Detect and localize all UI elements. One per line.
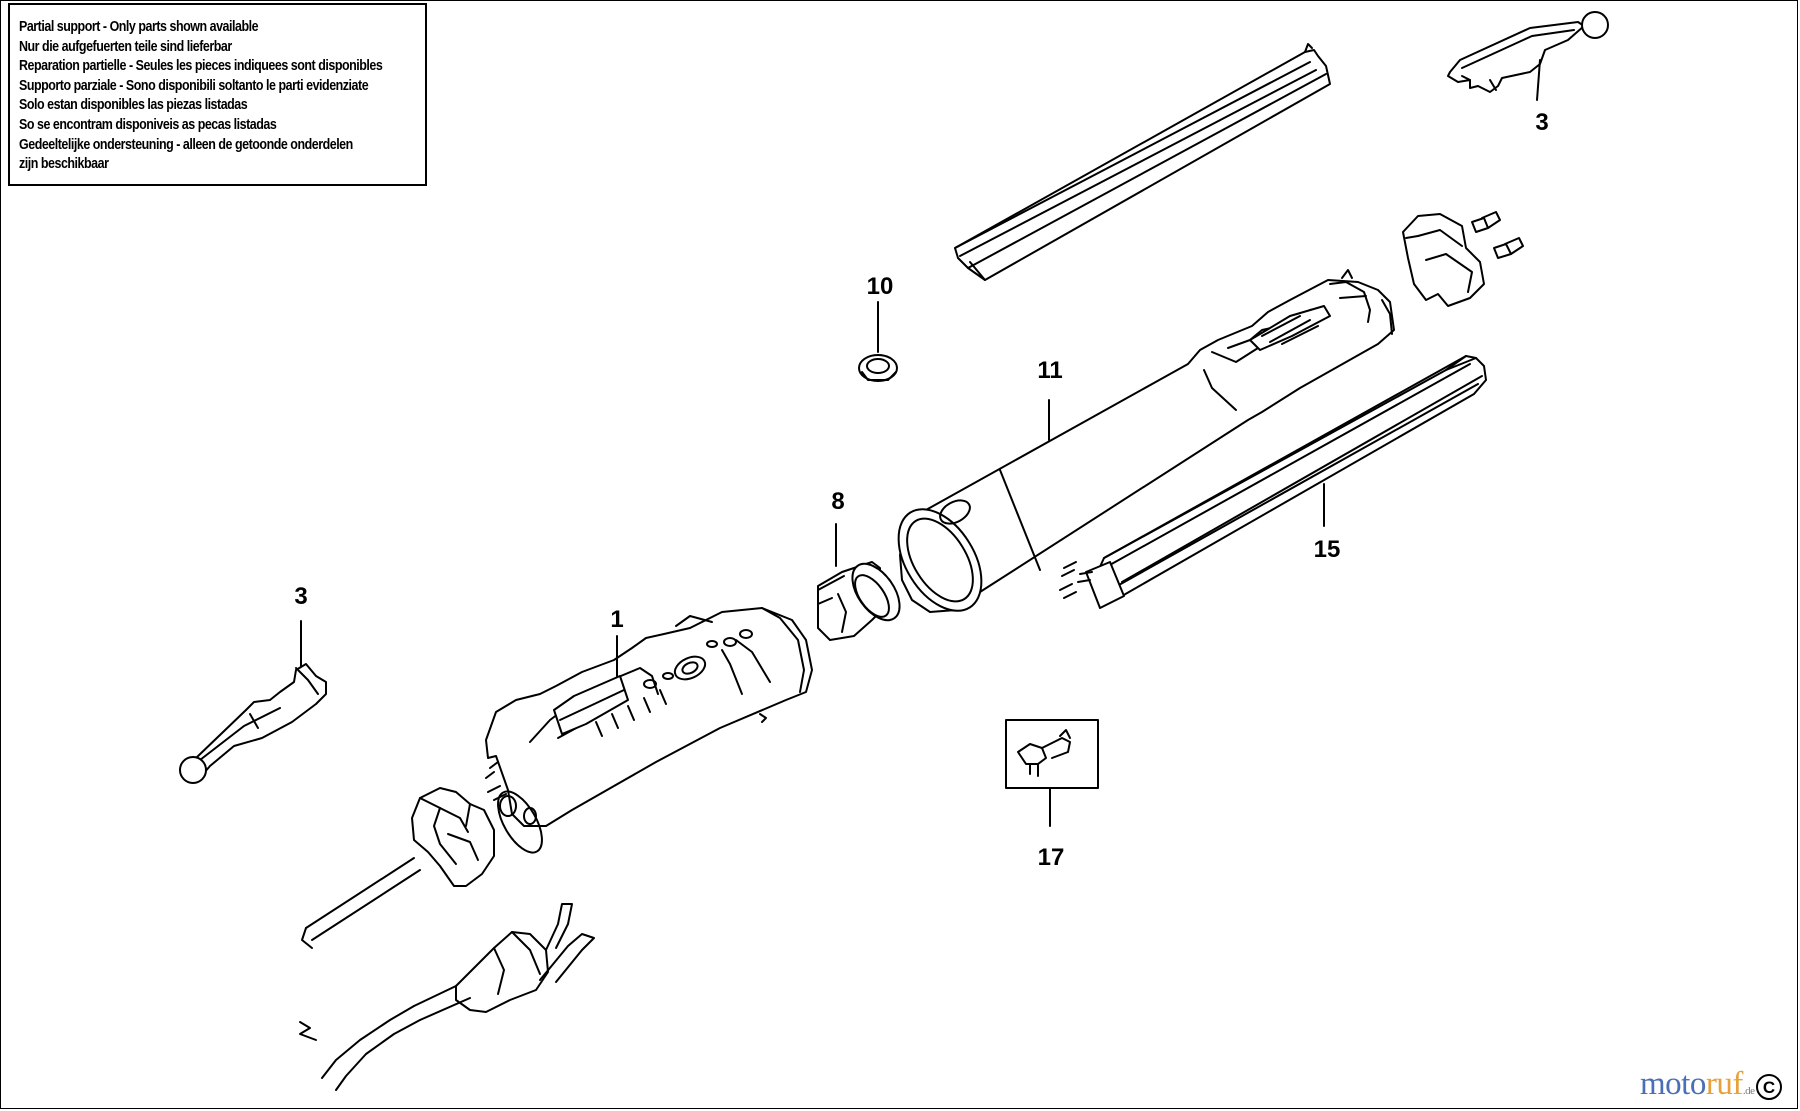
- housing-tube[interactable]: [881, 269, 1395, 626]
- notice-line: Gedeeltelijke ondersteuning - alleen de …: [19, 136, 353, 153]
- callout-8: 8: [831, 488, 844, 515]
- partial-support-notice: Partial support - Only parts shown avail…: [8, 3, 427, 186]
- hook-top[interactable]: [1447, 11, 1609, 101]
- callout-1: 1: [610, 606, 623, 633]
- corner-mark: C: [1756, 1074, 1782, 1100]
- callout-3-left: 3: [294, 583, 307, 610]
- reflector-ring[interactable]: [817, 523, 909, 641]
- power-plug[interactable]: [299, 903, 595, 1091]
- callout-3-top: 3: [1535, 109, 1548, 136]
- callout-15: 15: [1314, 536, 1341, 563]
- end-cap-with-cord[interactable]: [301, 787, 495, 949]
- cover-strip: [954, 43, 1331, 281]
- notice-line: zijn beschikbaar: [19, 156, 109, 173]
- notice-line: So se encontram disponiveis as pecas lis…: [19, 116, 277, 133]
- watermark-part: moto: [1640, 1066, 1706, 1102]
- notice-line: Reparation partielle - Seules les pieces…: [19, 58, 383, 75]
- hook-left[interactable]: [179, 620, 327, 784]
- watermark-part: .de: [1742, 1085, 1755, 1097]
- handle-body[interactable]: [485, 607, 813, 859]
- watermark-part: ruf: [1705, 1066, 1743, 1102]
- fluorescent-tube[interactable]: [1059, 355, 1487, 609]
- grommet[interactable]: [858, 301, 898, 382]
- part-17-inset[interactable]: [1005, 719, 1099, 827]
- end-bracket[interactable]: [1402, 211, 1524, 307]
- notice-line: Supporto parziale - Sono disponibili sol…: [19, 77, 369, 94]
- notice-line: Nur die aufgefuerten teile sind lieferba…: [19, 38, 232, 55]
- callout-17: 17: [1038, 844, 1065, 871]
- callout-11: 11: [1037, 357, 1062, 384]
- notice-line: Solo estan disponibles las piezas listad…: [19, 97, 248, 114]
- callout-10: 10: [867, 273, 894, 300]
- watermark-logo: motoruf.de: [1640, 1066, 1755, 1103]
- notice-line: Partial support - Only parts shown avail…: [19, 19, 259, 35]
